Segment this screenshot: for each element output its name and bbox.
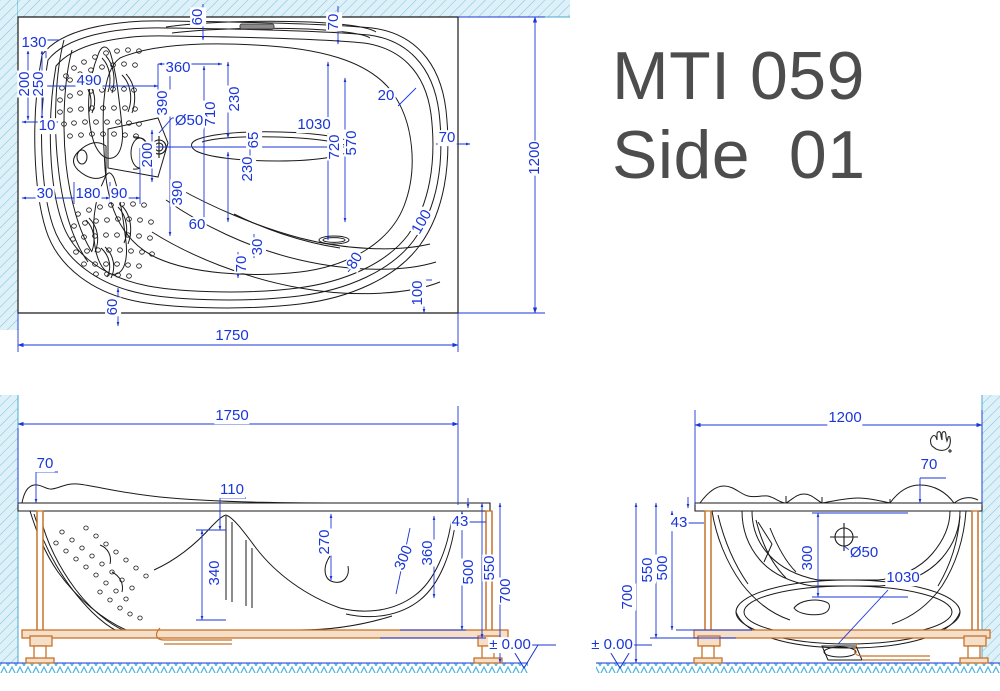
floor-hatching [0,662,1000,673]
title-line-1: MTI 059 [612,38,865,114]
end-elevation-support-frame [693,510,991,664]
wall-hatching-end-elev [981,395,1000,663]
title-line-2: Side 01 [612,116,866,193]
title-block: MTI 059 Side 01 [612,38,1000,234]
pan-hand-cursor[interactable] [929,431,953,453]
plan-view-geometry [17,16,459,314]
wall-hatching-side-elev [0,395,19,663]
